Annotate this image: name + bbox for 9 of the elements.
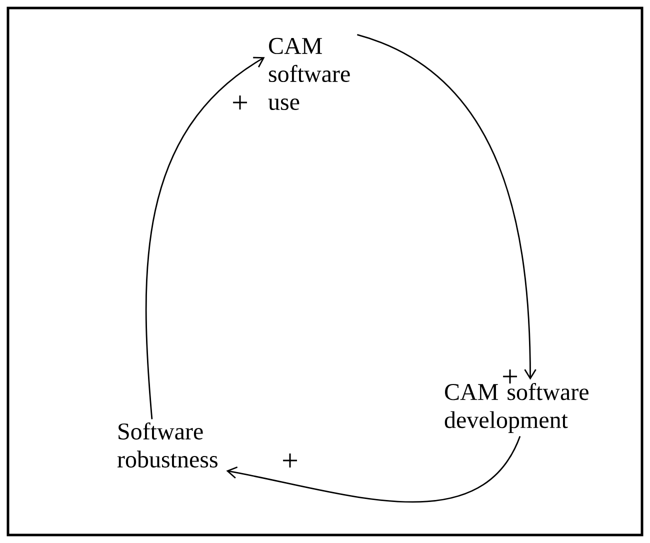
arrow xyxy=(226,436,521,502)
polarity-sign: + xyxy=(503,370,517,384)
polarity-sign: + xyxy=(233,96,247,110)
polarity-sign: + xyxy=(283,454,297,468)
variable-label: CAM software development xyxy=(444,383,588,433)
arrow xyxy=(145,56,265,420)
arrow xyxy=(356,34,536,380)
variable-label: Software robustness xyxy=(118,422,218,468)
variable-label: CAM software use xyxy=(268,38,350,110)
